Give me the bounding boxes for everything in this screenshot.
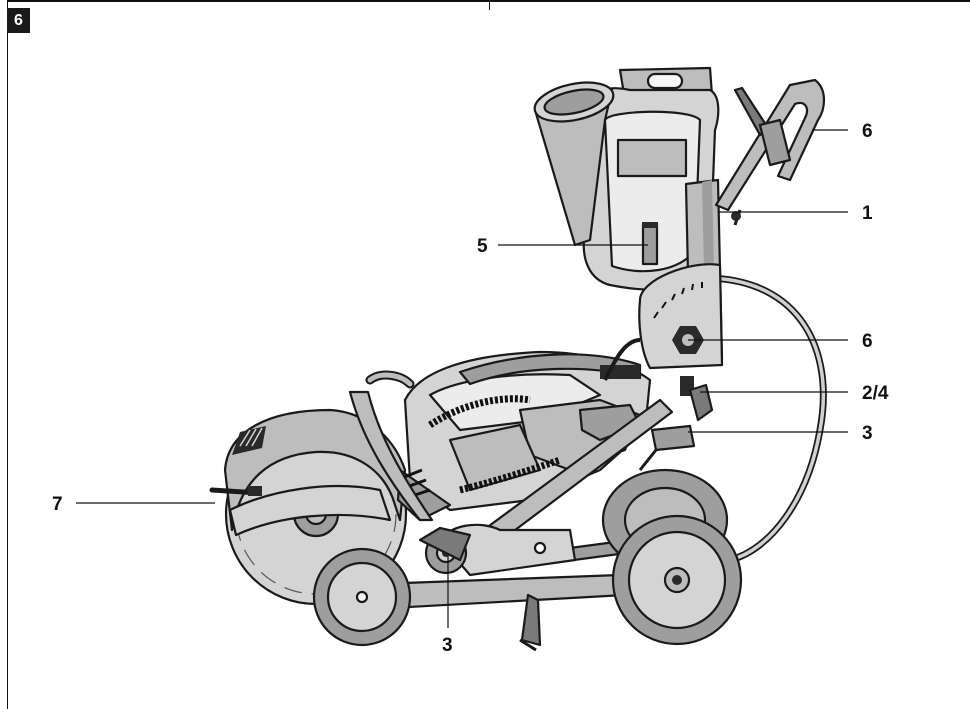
figure-number-badge: 6 [7,8,30,33]
push-frame [348,390,674,612]
callout-lever: 2/4 [862,383,889,404]
left-margin-rule [7,0,8,709]
leader-lines [76,129,848,628]
rear-wheel [611,514,743,646]
callout-labels: 6 1 5 6 2/4 3 7 3 [52,121,889,656]
water-hose [707,274,827,564]
callout-mast: 1 [862,203,873,224]
blade-guard [223,408,407,537]
callout-water-nozzle: 7 [52,494,63,515]
callout-clamp-upper: 3 [862,423,873,444]
mast-column [638,178,724,471]
callout-tank-valve: 5 [477,236,488,257]
front-wheel [312,547,412,647]
push-handle [714,78,826,226]
top-divider [7,0,970,2]
callout-knob: 6 [862,331,873,352]
depth-stand [519,593,542,652]
callout-handle: 6 [862,121,873,142]
callout-clamp-lower: 3 [442,635,453,656]
water-nozzle [209,486,262,496]
column-divider-tick [489,0,490,10]
water-tank [533,66,720,291]
